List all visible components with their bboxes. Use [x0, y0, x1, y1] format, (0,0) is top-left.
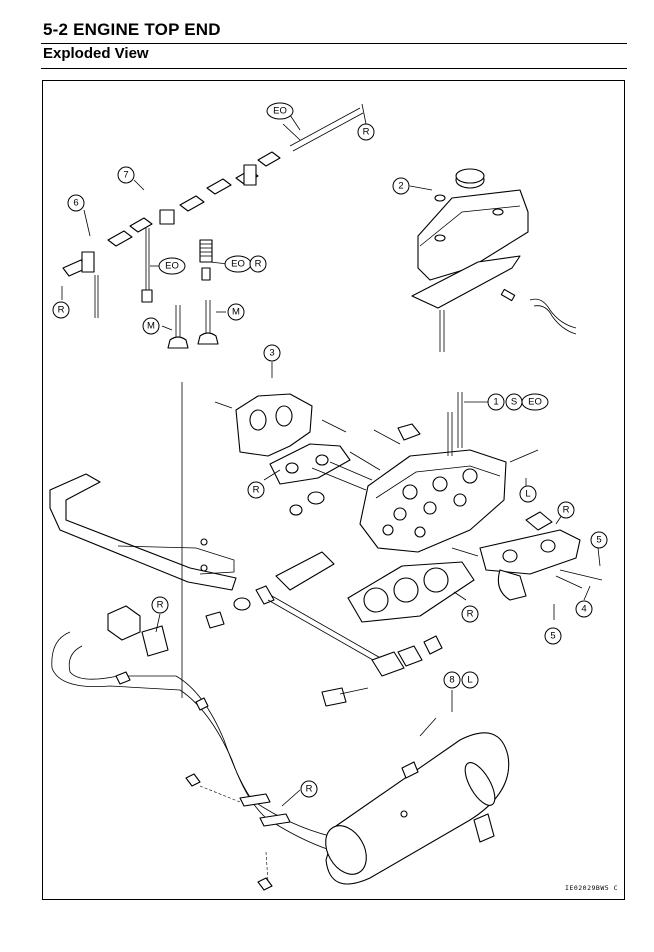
rocker-arms	[62, 151, 281, 277]
leader-lines	[61, 103, 601, 807]
svg-text:7: 7	[123, 170, 128, 181]
valves	[167, 300, 219, 349]
callout-eo-bolt: EO	[521, 393, 549, 411]
svg-text:L: L	[467, 675, 472, 686]
callout-eo-pushrod: EO	[158, 257, 186, 275]
callout-r-intake-gasket: R	[247, 481, 265, 499]
exhaust-pipe	[51, 605, 331, 891]
intake-manifold	[214, 393, 421, 485]
subtitle: Exploded View	[43, 45, 149, 62]
exhaust-manifold	[451, 511, 603, 601]
cylinder-head	[311, 392, 539, 553]
svg-text:5: 5	[550, 631, 555, 642]
figure-frame	[42, 80, 625, 900]
callout-2: 2	[392, 177, 410, 195]
svg-text:L: L	[525, 489, 530, 500]
callout-3: 3	[263, 344, 281, 362]
head-cover	[411, 168, 577, 352]
svg-text:R: R	[58, 305, 65, 316]
callout-m-exhaust-valve: M	[142, 317, 160, 335]
head-gasket	[347, 561, 475, 623]
svg-text:EO: EO	[165, 261, 179, 272]
figure-code: IE02029BW5 C	[565, 884, 618, 892]
callout-7: 7	[117, 166, 135, 184]
callout-r-flange-gasket: R	[151, 596, 169, 614]
heat-shield	[49, 473, 237, 591]
svg-text:R: R	[255, 259, 262, 270]
callout-r-head-gasket: R	[461, 605, 479, 623]
callout-5-upper: 5	[590, 531, 608, 549]
svg-text:EO: EO	[231, 259, 245, 270]
svg-text:R: R	[363, 127, 370, 138]
callout-r-spring: R	[249, 255, 267, 273]
callout-r-muffler-gasket: R	[300, 780, 318, 798]
svg-text:M: M	[147, 321, 155, 332]
svg-text:EO: EO	[273, 106, 287, 117]
valve-springs	[94, 228, 213, 318]
svg-text:3: 3	[269, 348, 274, 359]
svg-text:6: 6	[73, 198, 78, 209]
callout-5-lower: 5	[544, 627, 562, 645]
callout-4: 4	[575, 600, 593, 618]
callout-r-rocker: R	[52, 301, 70, 319]
svg-text:1: 1	[493, 397, 498, 408]
callout-1: 1	[487, 393, 505, 411]
svg-text:R: R	[563, 505, 570, 516]
svg-text:2: 2	[398, 181, 403, 192]
svg-text:EO: EO	[528, 397, 542, 408]
svg-text:M: M	[232, 307, 240, 318]
callout-l-stud: L	[519, 485, 537, 503]
section-title: 5-2 ENGINE TOP END	[43, 20, 221, 39]
svg-text:R: R	[253, 485, 260, 496]
rocker-shaft	[282, 107, 364, 152]
title-rule	[41, 43, 627, 44]
svg-text:R: R	[157, 600, 164, 611]
callout-l-bolt: L	[461, 671, 479, 689]
muffler	[325, 717, 510, 885]
callout-r-shaft: R	[357, 123, 375, 141]
svg-text:S: S	[511, 397, 517, 408]
support-bracket	[205, 491, 443, 707]
callout-eo-spring: EO	[224, 255, 252, 273]
callout-m-intake-valve: M	[227, 303, 245, 321]
svg-text:R: R	[306, 784, 313, 795]
svg-text:8: 8	[449, 675, 454, 686]
callout-6: 6	[67, 194, 85, 212]
svg-text:5: 5	[596, 535, 601, 546]
svg-text:4: 4	[581, 604, 586, 615]
svg-text:R: R	[467, 609, 474, 620]
subtitle-rule	[41, 68, 627, 69]
callout-8: 8	[443, 671, 461, 689]
callout-r-exhaust-gasket: R	[557, 501, 575, 519]
callout-eo-shaft: EO	[266, 102, 294, 120]
callout-s: S	[505, 393, 523, 411]
